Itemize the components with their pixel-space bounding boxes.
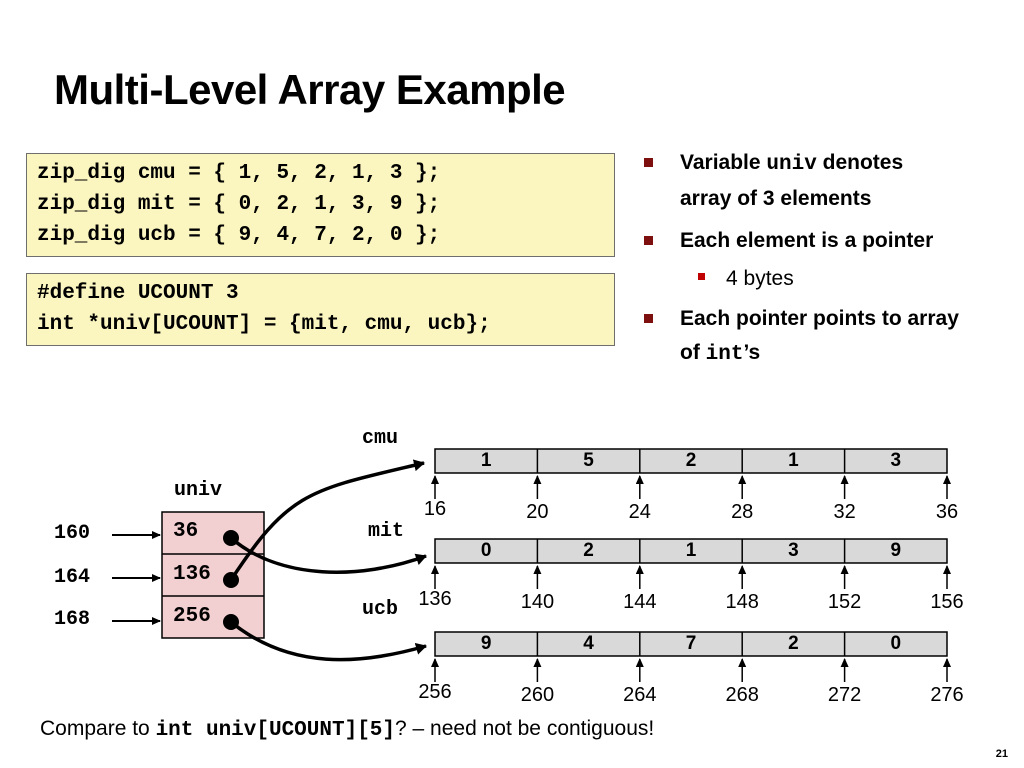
bullet-pointer-array: Each pointer points to array of int’s: [640, 302, 1020, 372]
pointer-dot: [223, 530, 239, 546]
address-label-mit-2: 144: [623, 591, 657, 613]
zip-dig-declarations: zip_dig cmu = { 1, 5, 2, 1, 3 }; zip_dig …: [26, 153, 615, 257]
array-cell-mit-0: 0: [480, 540, 492, 561]
address-label-cmu-5: 36: [935, 501, 959, 523]
array-cell-mit-1: 2: [583, 540, 594, 561]
univ-address-164: 164: [54, 566, 91, 589]
address-label-ucb-3: 268: [725, 684, 759, 706]
pointer-dot: [223, 614, 239, 630]
univ-value-2: 256: [173, 605, 211, 628]
array-label-ucb: ucb: [362, 598, 399, 621]
array-box-ucb: [434, 631, 948, 657]
array-cell-ucb-1: 4: [583, 633, 594, 654]
univ-address-160: 160: [54, 522, 91, 545]
array-label-cmu: cmu: [362, 427, 399, 450]
pointer-to-ucb: [229, 620, 427, 662]
address-label-ucb-0: 256: [418, 681, 452, 703]
univ-value-0: 36: [173, 520, 199, 543]
address-label-cmu-4: 32: [833, 501, 856, 523]
array-cell-cmu-0: 1: [480, 450, 492, 471]
page-number: 21: [995, 748, 1008, 760]
address-label-cmu-3: 28: [731, 501, 754, 523]
bullet-pointer-element: Each element is a pointer: [640, 224, 1020, 258]
array-cell-ucb-0: 9: [480, 633, 492, 654]
address-label-mit-0: 136: [418, 588, 452, 610]
array-cell-mit-3: 3: [788, 540, 799, 561]
address-label-mit-1: 140: [520, 591, 555, 613]
array-cell-mit-4: 9: [890, 540, 902, 561]
array-cell-cmu-3: 1: [788, 450, 799, 471]
slide-title: Multi-Level Array Example: [54, 66, 566, 113]
array-cell-ucb-2: 7: [685, 633, 697, 654]
array-cell-mit-2: 1: [685, 540, 697, 561]
bullet-square-icon: [644, 314, 653, 323]
address-label-cmu-2: 24: [628, 501, 651, 523]
bullet-univ-variable: Variable univ denotes array of 3 element…: [640, 146, 1020, 216]
bullet-square-icon: [644, 236, 653, 245]
array-cell-ucb-4: 0: [890, 633, 902, 654]
array-label-mit: mit: [368, 520, 405, 543]
code-line-ucb: zip_dig ucb = { 9, 4, 7, 2, 0 };: [37, 224, 441, 247]
address-label-ucb-4: 272: [827, 684, 862, 706]
int-arrays: [431, 448, 951, 682]
code-line-define: #define UCOUNT 3: [37, 282, 239, 305]
sub-bullet-4-bytes: 4 bytes: [640, 262, 1020, 296]
address-label-mit-3: 148: [725, 591, 759, 613]
array-cell-cmu-1: 5: [583, 450, 594, 471]
address-label-mit-5: 156: [930, 591, 964, 613]
pointer-to-cmu: [229, 459, 425, 581]
univ-label: univ: [174, 479, 223, 502]
bullet-square-icon: [644, 158, 653, 167]
code-line-mit: zip_dig mit = { 0, 2, 1, 3, 9 };: [37, 193, 441, 216]
univ-value-1: 136: [173, 563, 211, 586]
array-cell-cmu-4: 3: [890, 450, 902, 471]
pointer-dot: [223, 572, 239, 588]
univ-declaration: #define UCOUNT 3 int *univ[UCOUNT] = {mit…: [26, 273, 615, 346]
array-box-cmu: [434, 448, 948, 474]
code-line-cmu: zip_dig cmu = { 1, 5, 2, 1, 3 };: [37, 162, 441, 185]
footer-note: Compare to int univ[UCOUNT][5]? – need n…: [40, 717, 655, 742]
array-cell-cmu-2: 2: [685, 450, 697, 471]
univ-address-168: 168: [54, 608, 91, 631]
address-label-ucb-1: 260: [520, 684, 555, 706]
address-label-ucb-2: 264: [623, 684, 657, 706]
bullet-square-icon: [698, 273, 705, 280]
address-label-ucb-5: 276: [930, 684, 964, 706]
array-box-mit: [434, 538, 948, 564]
address-label-cmu-1: 20: [526, 501, 549, 523]
address-label-cmu-0: 16: [423, 498, 447, 520]
bullet-list: Variable univ denotes array of 3 element…: [640, 146, 1020, 380]
array-cell-ucb-3: 2: [788, 633, 799, 654]
univ-array-box: [161, 511, 265, 639]
code-line-univ: int *univ[UCOUNT] = {mit, cmu, ucb};: [37, 313, 491, 336]
address-label-mit-4: 152: [827, 591, 862, 613]
